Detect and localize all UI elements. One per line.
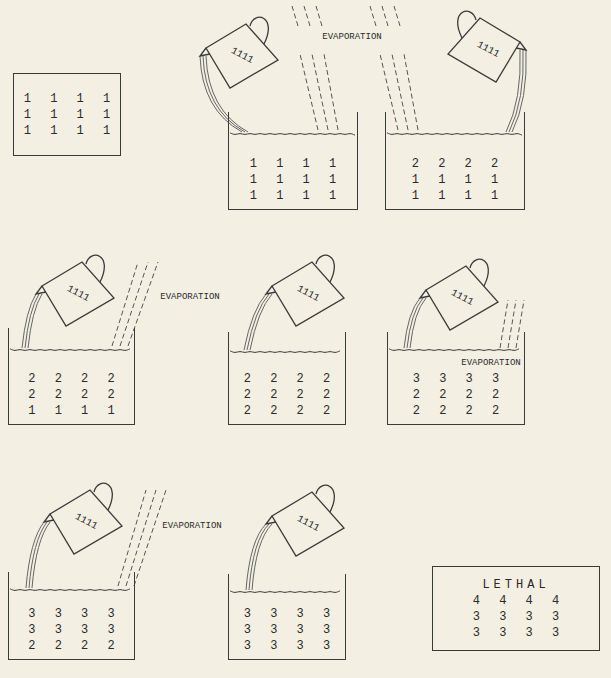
pitcher: 1111 (420, 256, 500, 336)
number-row: 3 3 3 3 (473, 626, 559, 640)
number-row: 3 3 3 3 (413, 372, 499, 386)
pitcher: 1111 (44, 480, 124, 560)
number-row: 1 1 1 1 (24, 124, 110, 138)
pour-stream (250, 294, 272, 350)
pitcher-handle (458, 11, 476, 38)
tank-box: 3 3 3 3 2 2 2 2 2 2 2 2 (387, 332, 525, 425)
number-row: 2 2 2 2 (28, 388, 114, 402)
water-line (387, 133, 522, 135)
evaporation-stroke (380, 54, 398, 130)
water-line (10, 349, 130, 351)
number-row: 2 2 2 2 (413, 404, 499, 418)
number-row: 3 3 3 3 (28, 607, 114, 621)
pitcher: 1111 (200, 14, 280, 94)
number-row: 3 3 3 3 (244, 607, 330, 621)
water-line (389, 349, 519, 351)
pour-stream (246, 524, 266, 590)
number-row: 2 2 2 2 (244, 388, 330, 402)
evaporation-label: EVAPORATION (160, 292, 219, 303)
pitcher: 1111 (266, 482, 346, 562)
evaporation-stroke (304, 6, 310, 26)
evaporation-stroke (134, 490, 166, 586)
pitcher-spout (36, 286, 46, 294)
evaporation-stroke (508, 300, 516, 348)
number-row: 2 2 2 2 (412, 157, 498, 171)
pitcher-handle (94, 483, 112, 510)
pitcher-handle (316, 255, 334, 282)
evaporation-stroke (370, 6, 376, 26)
evaporation-label: EVAPORATION (461, 358, 520, 369)
number-row: 1 1 1 1 (250, 157, 336, 171)
pour-stream (249, 524, 269, 590)
water-line (230, 351, 340, 353)
pour-stream (28, 294, 42, 348)
number-row: 1 1 1 1 (412, 189, 498, 203)
water-line (10, 589, 130, 591)
tank-box: 1 1 1 1 1 1 1 1 1 1 1 1 (228, 112, 358, 210)
number-row: 2 2 2 2 (244, 372, 330, 386)
tank-box: 2 2 2 2 2 2 2 2 1 1 1 1 (8, 328, 135, 425)
evaporation-stroke (516, 300, 524, 348)
pitcher-spout (266, 516, 276, 524)
pitcher-spout (420, 290, 430, 298)
pour-stream (32, 522, 50, 588)
evaporation-stroke (292, 6, 298, 26)
pour-stream (252, 524, 272, 590)
tank-box: 3 3 3 3 3 3 3 3 2 2 2 2 (8, 572, 135, 660)
number-row: 2 2 2 2 (28, 372, 114, 386)
evaporation-stroke (404, 54, 418, 130)
number-row: 4 4 4 4 (473, 594, 559, 608)
evaporation-stroke (316, 6, 322, 26)
pour-stream (410, 298, 426, 348)
number-row: 1 1 1 1 (28, 404, 114, 418)
pitcher-handle (250, 17, 268, 44)
number-row: 1 1 1 1 (250, 189, 336, 203)
evaporation-label: EVAPORATION (322, 32, 381, 43)
evaporation-stroke (500, 300, 508, 348)
number-row: 1 1 1 1 (250, 173, 336, 187)
number-row: 3 3 3 3 (244, 639, 330, 653)
tank-box: 1 1 1 1 1 1 1 1 1 1 1 1 (13, 73, 121, 156)
pitcher-handle (86, 255, 104, 282)
evaporation-stroke (324, 54, 338, 130)
pitcher: 1111 (36, 252, 116, 332)
evaporation-stroke (382, 6, 388, 26)
evaporation-stroke (394, 6, 400, 26)
tank-box: 2 2 2 2 1 1 1 1 1 1 1 1 (385, 112, 525, 210)
number-row: 3 3 3 3 (244, 623, 330, 637)
water-line (230, 133, 355, 135)
pitcher-handle (316, 485, 334, 512)
pitcher-spout (516, 42, 526, 50)
evaporation-stroke (128, 262, 158, 346)
pitcher: 1111 (266, 252, 346, 332)
water-line (230, 591, 340, 593)
pitcher-handle (470, 259, 488, 286)
tank-box: 2 2 2 2 2 2 2 2 2 2 2 2 (228, 332, 346, 425)
pitcher: 1111 (446, 8, 526, 88)
number-row: 2 2 2 2 (244, 404, 330, 418)
evaporation-label: EVAPORATION (162, 521, 221, 532)
number-row: 1 1 1 1 (412, 173, 498, 187)
number-row: 2 2 2 2 (413, 388, 499, 402)
evaporation-stroke (300, 54, 318, 130)
number-row: 1 1 1 1 (24, 108, 110, 122)
number-row: 1 1 1 1 (24, 92, 110, 106)
number-row: 3 3 3 3 (473, 610, 559, 624)
pitcher-spout (200, 48, 210, 56)
evaporation-stroke (120, 262, 148, 346)
pitcher-spout (44, 514, 54, 522)
tank-box: LETHAL 4 4 4 4 3 3 3 3 3 3 3 3 (432, 566, 600, 651)
number-row: 2 2 2 2 (28, 639, 114, 653)
pitcher-spout (266, 286, 276, 294)
number-row: LETHAL (482, 578, 549, 592)
number-row: 3 3 3 3 (28, 623, 114, 637)
tank-box: 3 3 3 3 3 3 3 3 3 3 3 3 (228, 574, 346, 660)
